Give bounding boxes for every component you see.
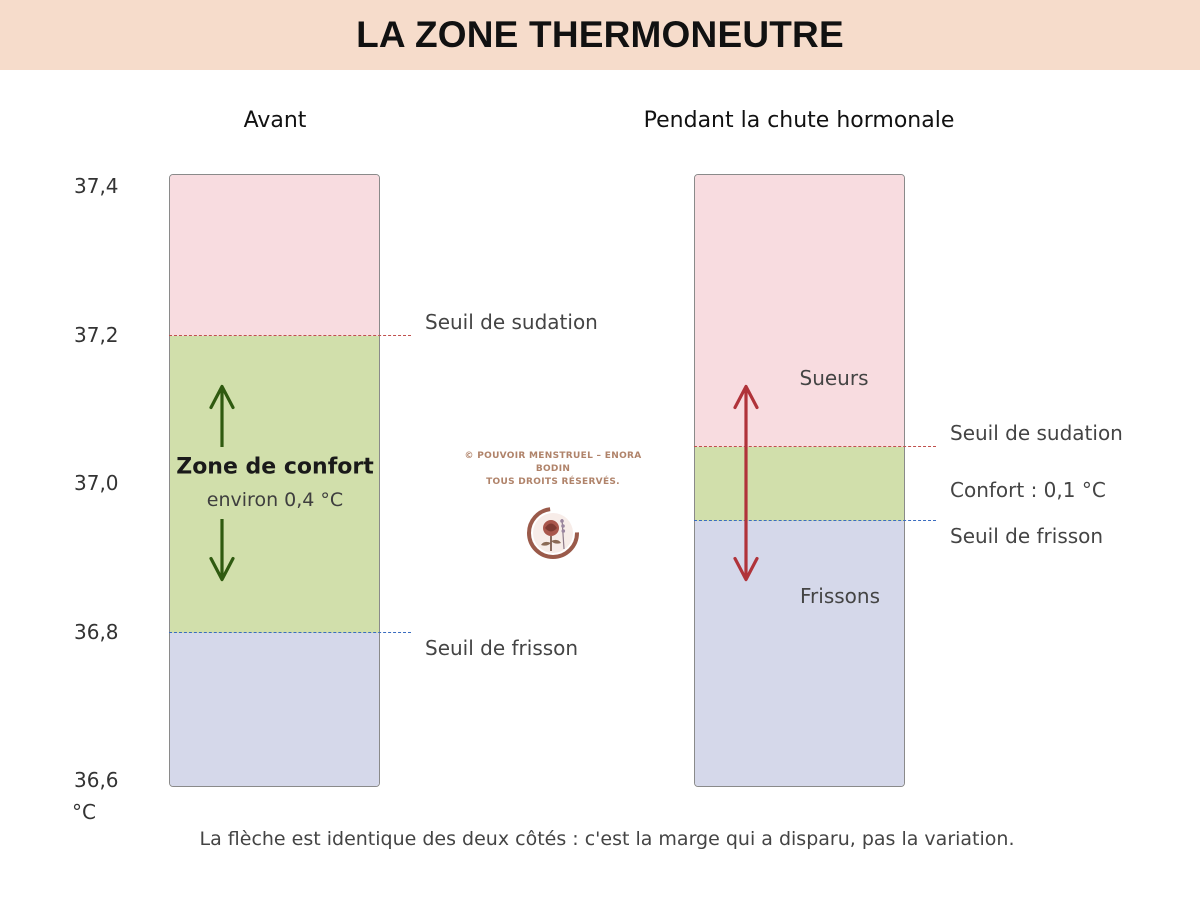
watermark: © POUVOIR MENSTRUEL – ENORA BODIN TOUS D… xyxy=(448,450,658,561)
comfort-zone-during xyxy=(695,446,904,522)
axis-tick-label: 36,6 xyxy=(74,768,119,792)
comfort-label-during: Confort : 0,1 °C xyxy=(950,478,1106,502)
arrow-head-down xyxy=(733,556,759,582)
panel-title-before: Avant xyxy=(243,108,307,133)
sweat-zone-label-during: Sueurs xyxy=(799,365,869,390)
sweat-zone-before xyxy=(170,175,379,336)
comfort-zone-before xyxy=(170,335,379,633)
shiver-zone-label-during: Frissons xyxy=(800,583,880,608)
shiver-threshold-line-during xyxy=(694,520,936,522)
bar-before xyxy=(169,174,380,787)
arrow-head-up xyxy=(209,384,235,410)
sweat-threshold-label-before: Seuil de sudation xyxy=(425,309,598,334)
sweat-threshold-label-during: Seuil de sudation xyxy=(950,420,1123,445)
watermark-line-2: TOUS DROITS RÉSERVÉS. xyxy=(486,477,620,487)
sweat-threshold-line-during xyxy=(694,445,936,447)
axis-unit: °C xyxy=(72,800,96,824)
sweat-zone-during xyxy=(695,175,904,447)
caption: La flèche est identique des deux côtés :… xyxy=(199,828,1015,850)
sweat-threshold-line-before xyxy=(169,334,411,336)
arrow-head-up xyxy=(733,384,759,410)
header-banner: LA ZONE THERMONEUTRE xyxy=(0,0,1200,70)
rose-logo-icon xyxy=(527,507,579,559)
page-title: LA ZONE THERMONEUTRE xyxy=(356,14,844,55)
variation-arrow-before xyxy=(209,384,235,582)
shiver-zone-during xyxy=(695,521,904,786)
axis-tick-label: 36,8 xyxy=(74,619,119,644)
arrow-head-down xyxy=(209,556,235,582)
axis-tick-label: 37,2 xyxy=(74,322,119,347)
shiver-threshold-label-during: Seuil de frisson xyxy=(950,524,1104,549)
shiver-threshold-line-before xyxy=(169,631,411,633)
variation-arrow-during xyxy=(733,384,759,582)
comfort-zone-title-before: Zone de confort xyxy=(176,454,374,480)
bar-during xyxy=(694,174,905,787)
watermark-line-1: © POUVOIR MENSTRUEL – ENORA BODIN xyxy=(464,451,642,474)
shiver-zone-before xyxy=(170,632,379,786)
axis-tick-label: 37,4 xyxy=(74,174,119,198)
comfort-zone-width-before: environ 0,4 °C xyxy=(206,489,344,511)
panel-title-during: Pendant la chute hormonale xyxy=(643,108,955,133)
axis-tick-label: 37,0 xyxy=(74,471,119,495)
shiver-threshold-label-before: Seuil de frisson xyxy=(425,635,579,660)
